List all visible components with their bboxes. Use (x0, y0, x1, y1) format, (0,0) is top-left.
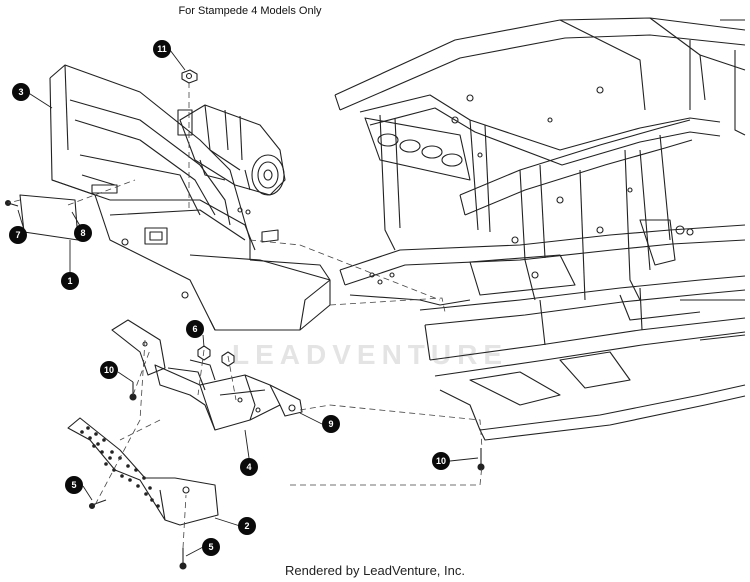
callout-10-right[interactable]: 10 (432, 452, 450, 470)
callout-11[interactable]: 11 (153, 40, 171, 58)
leader-lines (17, 49, 479, 557)
callout-9[interactable]: 9 (322, 415, 340, 433)
callout-8[interactable]: 8 (74, 224, 92, 242)
footer-credit: Rendered by LeadVenture, Inc. (285, 563, 465, 578)
skid-plate (67, 417, 219, 526)
front-bumper (49, 64, 331, 331)
callout-2[interactable]: 2 (238, 517, 256, 535)
callout-10-left[interactable]: 10 (100, 361, 118, 379)
assembly-lines (7, 82, 483, 549)
page-title: For Stampede 4 Models Only (178, 5, 322, 17)
nut-11 (181, 69, 198, 84)
watermark: LEADVENTURE (232, 339, 509, 370)
vehicle-frame (334, 17, 746, 441)
bolts (88, 382, 485, 570)
callout-6[interactable]: 6 (186, 320, 204, 338)
callout-1[interactable]: 1 (61, 272, 79, 290)
winch (177, 104, 286, 196)
callout-5-bottom[interactable]: 5 (202, 538, 220, 556)
callout-7[interactable]: 7 (9, 226, 27, 244)
callout-3[interactable]: 3 (12, 83, 30, 101)
mount-bracket (111, 319, 303, 431)
callout-4[interactable]: 4 (240, 458, 258, 476)
callout-5-top[interactable]: 5 (65, 476, 83, 494)
